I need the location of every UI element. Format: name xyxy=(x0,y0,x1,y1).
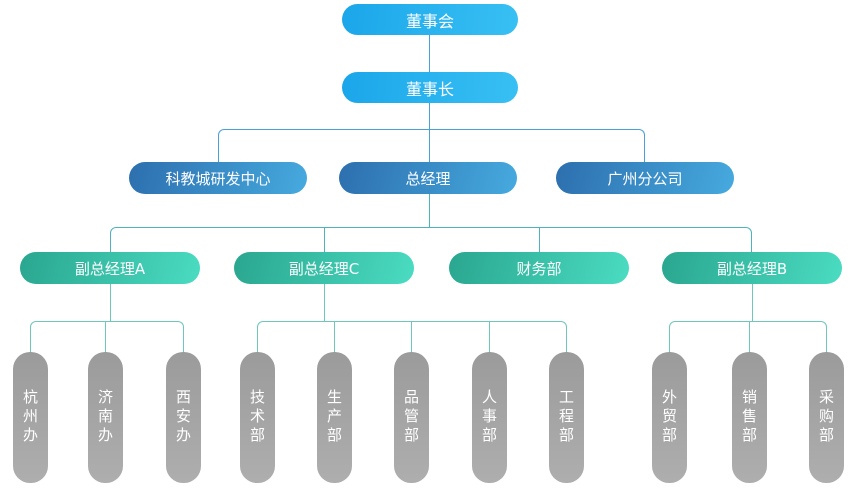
connector-deputy-gm-a-stem xyxy=(110,284,111,321)
node-finance-dept[interactable]: 财务部 xyxy=(449,252,629,284)
connector-drop-sales-dept xyxy=(749,321,750,352)
connector-drop-deputy-gm-c xyxy=(324,227,325,252)
node-hr-dept[interactable]: 人事部 xyxy=(472,352,507,483)
node-purchasing-dept[interactable]: 采购部 xyxy=(809,352,844,483)
connector-group-b-bracket xyxy=(669,321,827,352)
node-sales-dept[interactable]: 销售部 xyxy=(732,352,767,483)
connector-drop-general-manager xyxy=(429,129,430,162)
connector-drop-hr-dept xyxy=(489,321,490,352)
node-engineering-dept[interactable]: 工程部 xyxy=(549,352,584,483)
node-hangzhou-office[interactable]: 杭州办 xyxy=(13,352,48,483)
node-deputy-gm-b[interactable]: 副总经理B xyxy=(662,252,842,284)
connector-drop-production-dept xyxy=(334,321,335,352)
connector-chairman-stem xyxy=(429,103,430,129)
node-chairman[interactable]: 董事长 xyxy=(342,72,518,103)
connector-general-manager-stem xyxy=(429,194,430,227)
node-board-of-directors[interactable]: 董事会 xyxy=(342,4,518,35)
connector-board-chairman xyxy=(429,35,430,72)
connector-deputy-gm-b-stem xyxy=(752,284,753,321)
node-deputy-gm-a[interactable]: 副总经理A xyxy=(20,252,200,284)
connector-deputy-gm-c-stem xyxy=(324,284,325,321)
connector-level4-bracket xyxy=(110,227,752,252)
connector-level3-bracket xyxy=(218,129,645,162)
node-foreign-trade-dept[interactable]: 外贸部 xyxy=(652,352,687,483)
connector-drop-quality-dept xyxy=(411,321,412,352)
node-rd-center[interactable]: 科教城研发中心 xyxy=(129,162,307,194)
node-xian-office[interactable]: 西安办 xyxy=(166,352,201,483)
connector-drop-jinan-office xyxy=(105,321,106,352)
connector-drop-finance-dept xyxy=(539,227,540,252)
node-deputy-gm-c[interactable]: 副总经理C xyxy=(234,252,414,284)
node-production-dept[interactable]: 生产部 xyxy=(317,352,352,483)
node-jinan-office[interactable]: 济南办 xyxy=(88,352,123,483)
node-quality-dept[interactable]: 品管部 xyxy=(394,352,429,483)
node-guangzhou-branch[interactable]: 广州分公司 xyxy=(556,162,734,194)
connector-group-a-bracket xyxy=(30,321,184,352)
connector-group-c-bracket xyxy=(257,321,567,352)
node-tech-dept[interactable]: 技术部 xyxy=(240,352,275,483)
node-general-manager[interactable]: 总经理 xyxy=(339,162,517,194)
